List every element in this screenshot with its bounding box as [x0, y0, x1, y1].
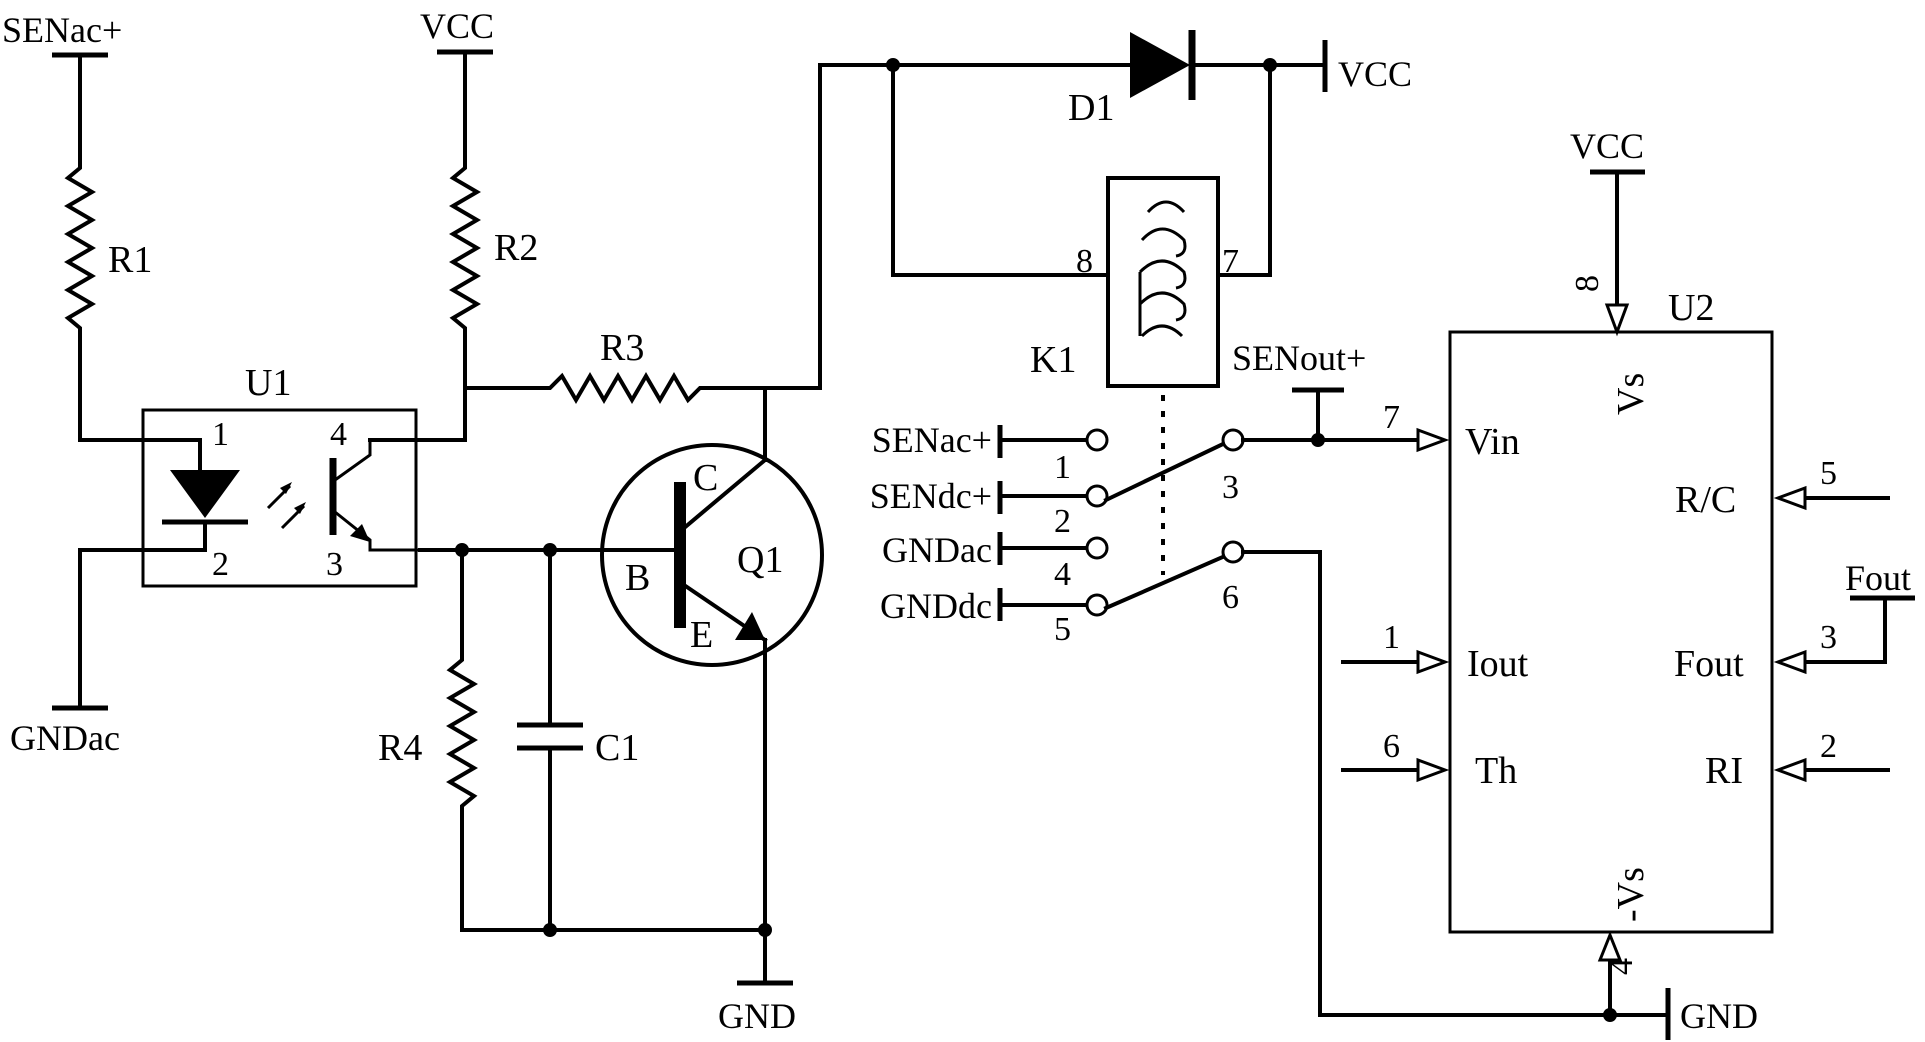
diode-icon	[1130, 32, 1190, 98]
switch-arm-lower	[1103, 553, 1228, 611]
r3-resistor	[463, 372, 767, 404]
switch-input-label: GNDdc	[880, 586, 992, 626]
net-label-fout: Fout	[1845, 558, 1911, 598]
net-label-vcc-r2: VCC	[420, 6, 494, 46]
vin-arrow-icon	[1416, 427, 1450, 453]
iout-arrow-icon	[1416, 649, 1450, 675]
u2-pin-fout-num: 3	[1820, 619, 1837, 656]
r1-resistor	[64, 53, 202, 442]
k1-relay	[891, 63, 1272, 575]
u1-pin-1: 1	[212, 416, 229, 453]
switch-arm-upper	[1103, 440, 1228, 503]
q1-emitter-arrow-icon	[735, 612, 765, 640]
k1-pin-1: 1	[1054, 449, 1071, 486]
label-q1: Q1	[737, 539, 783, 581]
k1-pin-4: 4	[1054, 556, 1071, 593]
u1-pin-4: 4	[330, 416, 347, 453]
u2-pin-nvs-num: 4	[1603, 958, 1640, 975]
r2-resistor	[368, 50, 481, 442]
k1-pin-6: 6	[1222, 579, 1239, 616]
net-label-vcc-d1: VCC	[1338, 54, 1412, 94]
switch-input-label: SENac+	[872, 420, 992, 460]
label-k1: K1	[1030, 339, 1076, 381]
net-label-vcc-u2: VCC	[1570, 126, 1644, 166]
k1-pin-7: 7	[1222, 243, 1239, 280]
net-label-senac-top: SENac+	[2, 10, 122, 50]
u2-body	[1448, 330, 1774, 934]
rc-arrow-icon	[1773, 485, 1807, 511]
switch-input-label: SENdc+	[870, 476, 992, 516]
switch-contacts	[997, 387, 1670, 1017]
u2-pin-vs-num: 8	[1569, 275, 1606, 292]
relay-coil-body	[1106, 176, 1220, 388]
net-label-gnd-q1: GND	[718, 996, 796, 1036]
q1-pin-c: C	[693, 457, 718, 499]
u1-body	[141, 408, 418, 588]
label-u2: U2	[1668, 287, 1714, 329]
u2-pin-rc: R/C	[1675, 479, 1736, 521]
q1-pin-e: E	[690, 614, 713, 656]
u2-pin-ri-num: 2	[1820, 728, 1837, 765]
u1-pin-2: 2	[212, 546, 229, 583]
label-r4: R4	[378, 727, 422, 769]
r4-resistor	[446, 548, 767, 932]
u2-pin-iout: Iout	[1467, 643, 1529, 685]
u2-pin-vs: Vs	[1610, 373, 1652, 415]
nvs-arrow-icon	[1597, 930, 1623, 962]
label-r2: R2	[494, 227, 538, 269]
label-r1: R1	[108, 239, 152, 281]
th-arrow-icon	[1416, 757, 1450, 783]
k1-pin-3: 3	[1222, 469, 1239, 506]
u2-pin-rc-num: 5	[1820, 455, 1837, 492]
u2-ic	[1341, 169, 1915, 1040]
r2-branch	[368, 49, 493, 442]
q1-transistor	[600, 63, 892, 986]
label-c1: C1	[595, 727, 639, 769]
net-label-gnd-u2: GND	[1680, 996, 1758, 1036]
u2-pin-nvs: -Vs	[1610, 867, 1652, 922]
k1-pin-8: 8	[1076, 243, 1093, 280]
u2-pin-fout: Fout	[1674, 643, 1744, 685]
u2-pin-th: Th	[1475, 750, 1517, 792]
u2-pin-iout-num: 1	[1383, 619, 1400, 656]
net-label-gndac: GNDac	[10, 718, 120, 758]
r1-branch	[52, 52, 202, 442]
switch-input-label: GNDac	[882, 530, 992, 570]
ri-arrow-icon	[1773, 757, 1807, 783]
fout-arrow-icon	[1773, 649, 1807, 675]
label-u1: U1	[245, 362, 291, 404]
u2-pin-th-num: 6	[1383, 728, 1400, 765]
led-icon	[170, 470, 240, 518]
q1-circle	[600, 443, 824, 667]
u2-pin-vin-num: 7	[1383, 399, 1400, 436]
u2-pin-vin: Vin	[1465, 421, 1520, 463]
label-r3: R3	[600, 327, 644, 369]
d1-diode	[886, 30, 1328, 100]
coil-icon	[1138, 200, 1187, 338]
k1-pin-5: 5	[1054, 611, 1071, 648]
u1-optocoupler	[52, 408, 420, 711]
emitter-arrow-icon	[350, 524, 370, 542]
k1-pin-2: 2	[1054, 503, 1071, 540]
u2-pin-ri: RI	[1705, 750, 1743, 792]
q1-pin-b: B	[625, 557, 650, 599]
vs-arrow-icon	[1604, 303, 1630, 337]
label-d1: D1	[1068, 87, 1114, 129]
net-label-senout: SENout+	[1232, 338, 1366, 378]
u1-pin-3: 3	[326, 546, 343, 583]
